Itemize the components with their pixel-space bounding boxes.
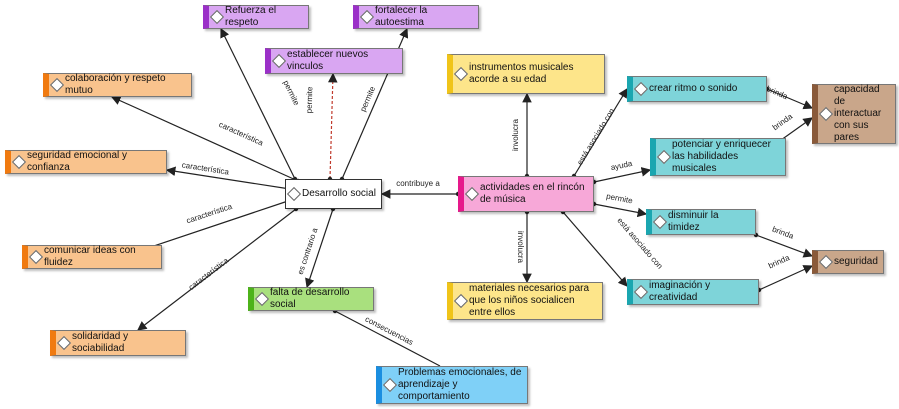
diamond-icon bbox=[56, 335, 72, 351]
edge-line bbox=[766, 88, 814, 110]
node-fortalecer-autoestima[interactable]: fortalecer la autoestima bbox=[353, 5, 479, 29]
edge-line bbox=[220, 27, 296, 180]
edge-line bbox=[327, 72, 338, 180]
edge-label: involucra bbox=[516, 231, 525, 264]
edge-label: característica bbox=[187, 256, 231, 292]
node-label: disminuir la timidez bbox=[668, 210, 719, 233]
edge-line bbox=[593, 167, 652, 183]
node-label: crear ritmo o sonido bbox=[649, 83, 738, 94]
node-capacidad-interactuar[interactable]: capacidad de interactuar con sus pares bbox=[812, 84, 896, 144]
diamond-icon bbox=[652, 214, 668, 230]
edge-label: brinda bbox=[771, 225, 795, 241]
edge-label: permite bbox=[358, 84, 377, 113]
node-label: instrumentos musicales acorde a su edad bbox=[469, 62, 574, 85]
node-label: Refuerza el respeto bbox=[225, 5, 277, 28]
diamond-icon bbox=[818, 106, 834, 122]
edge-label: característica bbox=[217, 120, 265, 148]
edge-line bbox=[305, 208, 334, 289]
node-instrumentos-musicales[interactable]: instrumentos musicales acorde a su edad bbox=[447, 54, 605, 94]
node-actividades-rincon-musica[interactable]: actividades en el rincón de música bbox=[458, 176, 594, 212]
edge-label: brinda bbox=[765, 84, 789, 101]
diamond-icon bbox=[633, 81, 649, 97]
edge-line bbox=[562, 211, 628, 287]
edge-line bbox=[755, 234, 814, 258]
node-refuerza-respeto[interactable]: Refuerza el respeto bbox=[203, 5, 309, 29]
edge-label: permite bbox=[606, 192, 634, 206]
node-label: solidaridad y sociabilidad bbox=[72, 331, 129, 354]
diamond-icon bbox=[11, 154, 27, 170]
edge-label: brinda bbox=[767, 253, 791, 271]
node-label: potenciar y enriquecer las habilidades m… bbox=[672, 139, 771, 174]
node-label: fortalecer la autoestima bbox=[375, 5, 428, 28]
edge-label: característica bbox=[181, 160, 230, 176]
edge-line bbox=[137, 208, 297, 331]
diamond-icon bbox=[453, 293, 469, 309]
edge-label: es contrario a bbox=[296, 226, 320, 275]
diamond-icon bbox=[286, 186, 302, 202]
node-disminuir-timidez[interactable]: disminuir la timidez bbox=[646, 209, 756, 235]
node-colaboracion-respeto[interactable]: colaboración y respeto mutuo bbox=[43, 73, 192, 97]
diamond-icon bbox=[464, 186, 480, 202]
edge-label: está asociado con bbox=[575, 107, 616, 167]
node-label: establecer nuevos vinculos bbox=[287, 49, 369, 72]
node-label: seguridad emocional y confianza bbox=[27, 150, 128, 173]
diamond-icon bbox=[453, 66, 469, 82]
node-falta-desarrollo-social[interactable]: falta de desarrollo social bbox=[248, 287, 374, 311]
node-label: Desarrollo social bbox=[302, 188, 376, 199]
edge-line bbox=[165, 166, 291, 190]
edge-label: brinda bbox=[771, 112, 795, 133]
edge-label: contribuye a bbox=[396, 179, 440, 188]
diamond-icon bbox=[28, 249, 44, 265]
node-habilidades-musicales[interactable]: potenciar y enriquecer las habilidades m… bbox=[650, 138, 786, 176]
node-establecer-vinculos[interactable]: establecer nuevos vinculos bbox=[265, 48, 403, 74]
node-problemas-emocionales[interactable]: Problemas emocionales, de aprendizaje y … bbox=[376, 366, 528, 404]
diamond-icon bbox=[359, 9, 375, 25]
edge-line bbox=[758, 265, 814, 291]
node-crear-ritmo[interactable]: crear ritmo o sonido bbox=[627, 76, 767, 102]
node-label: imaginación y creatividad bbox=[649, 280, 711, 303]
edge-line bbox=[334, 310, 441, 367]
node-label: seguridad bbox=[834, 256, 878, 267]
node-seguridad[interactable]: seguridad bbox=[812, 250, 884, 274]
node-label: falta de desarrollo social bbox=[270, 287, 350, 310]
node-label: capacidad de interactuar con sus pares bbox=[834, 84, 882, 143]
edge-line bbox=[593, 203, 648, 218]
edge-label: permite bbox=[305, 86, 315, 113]
diamond-icon bbox=[633, 284, 649, 300]
edge-line bbox=[110, 96, 299, 182]
node-seguridad-emocional[interactable]: seguridad emocional y confianza bbox=[5, 150, 167, 174]
diamond-icon bbox=[209, 9, 225, 25]
edge-label: consecuencias bbox=[364, 315, 415, 347]
node-desarrollo-social[interactable]: Desarrollo social bbox=[285, 179, 382, 209]
node-imaginacion-creatividad[interactable]: imaginación y creatividad bbox=[627, 279, 759, 305]
node-label: colaboración y respeto mutuo bbox=[65, 73, 166, 96]
diamond-icon bbox=[818, 254, 834, 270]
node-label: materiales necesarios para que los niños… bbox=[469, 283, 590, 318]
edge-label: involucra bbox=[511, 118, 520, 151]
edge-line bbox=[573, 87, 628, 177]
node-label: actividades en el rincón de música bbox=[480, 182, 585, 205]
node-solidaridad-sociabilidad[interactable]: solidaridad y sociabilidad bbox=[50, 330, 186, 356]
node-comunicar-ideas[interactable]: comunicar ideas con fluidez bbox=[22, 245, 162, 269]
diamond-icon bbox=[49, 77, 65, 93]
edge-label: permite bbox=[281, 79, 301, 107]
node-label: Problemas emocionales, de aprendizaje y … bbox=[398, 367, 522, 402]
diamond-icon bbox=[656, 149, 672, 165]
diamond-icon bbox=[271, 53, 287, 69]
diamond-icon bbox=[254, 291, 270, 307]
node-materiales-necesarios[interactable]: materiales necesarios para que los niños… bbox=[447, 282, 603, 320]
diamond-icon bbox=[382, 377, 398, 393]
node-label: comunicar ideas con fluidez bbox=[44, 245, 136, 268]
edge-label: ayuda bbox=[610, 159, 634, 172]
